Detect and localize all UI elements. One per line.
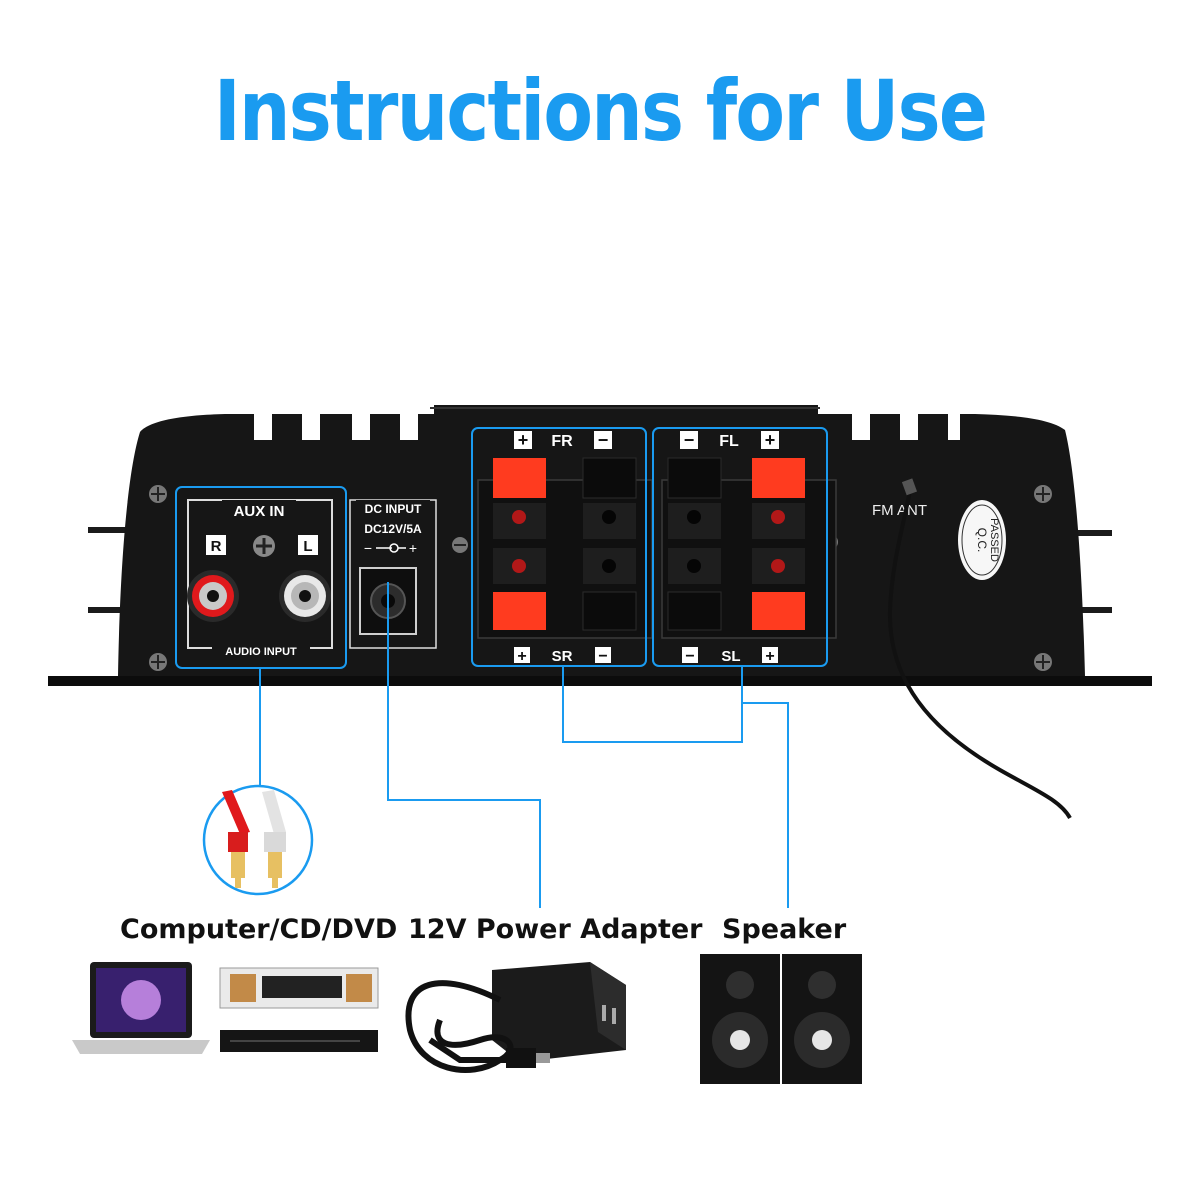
power-adapter-icon: [405, 962, 626, 1073]
caption-computer-cd-dvd: Computer/CD/DVD: [120, 914, 398, 945]
aux-input-section: AUX IN R L AUDIO INPUT: [187, 499, 333, 658]
terminal-fl-plus[interactable]: [752, 458, 805, 539]
dc-spec-label: DC12V/5A: [364, 522, 422, 536]
fr-plus-label: +: [518, 430, 529, 450]
qc-line2: PASSED: [988, 518, 1000, 562]
audio-input-label: AUDIO INPUT: [225, 646, 297, 658]
aux-l-label: L: [303, 538, 312, 555]
laptop-icon: [72, 962, 210, 1054]
fl-label: FL: [719, 433, 739, 450]
aux-r-label: R: [211, 538, 222, 555]
sr-plus-label: +: [517, 648, 526, 665]
sr-label: SR: [552, 648, 573, 665]
front-right-highlight-box: [471, 427, 647, 667]
screw-icon: [452, 537, 468, 553]
screw-icon: [253, 535, 275, 557]
sr-minus-label: −: [598, 648, 607, 665]
terminal-sr-minus[interactable]: [582, 548, 637, 631]
screw-icon: [1034, 653, 1052, 671]
fl-plus-label: +: [765, 430, 776, 450]
terminal-fr-plus[interactable]: [493, 458, 546, 539]
sl-minus-label: −: [685, 648, 694, 665]
front-left-highlight-box: [652, 427, 828, 667]
fr-minus-label: −: [598, 430, 609, 450]
page-title: Instructions for Use: [213, 62, 988, 160]
speaker-icon: [700, 954, 862, 1084]
screw-icon: [149, 485, 167, 503]
terminal-sr-plus[interactable]: [493, 548, 546, 630]
screw-icon: [149, 653, 167, 671]
terminal-sl-minus[interactable]: [667, 548, 722, 631]
heat-fins: [88, 527, 1112, 613]
polarity-icon: [376, 543, 406, 553]
sl-plus-label: +: [765, 648, 774, 665]
terminal-fr-minus[interactable]: [582, 457, 637, 539]
dc-polarity-plus: +: [409, 540, 417, 556]
fr-label: FR: [551, 433, 573, 450]
fm-antenna-cable: [887, 489, 1072, 820]
caption-speaker: Speaker: [722, 914, 847, 945]
sl-label: SL: [721, 648, 740, 665]
qc-line1: Q.C.: [975, 528, 989, 553]
dc-input-label: DC INPUT: [365, 502, 422, 516]
aux-in-label: AUX IN: [234, 503, 285, 520]
dvd-player-icon: [220, 1030, 378, 1052]
rca-cable-icon: [202, 784, 314, 896]
terminal-sl-plus[interactable]: [752, 548, 805, 630]
dc-polarity-minus: −: [364, 540, 372, 556]
qc-passed-sticker: Q.C. PASSED: [958, 500, 1006, 580]
caption-power-adapter: 12V Power Adapter: [408, 914, 703, 945]
terminal-fl-minus[interactable]: [667, 457, 722, 539]
cd-player-icon: [219, 967, 379, 1009]
fl-minus-label: −: [684, 430, 695, 450]
screw-icon: [1034, 485, 1052, 503]
connection-lines: [175, 427, 828, 908]
fm-ant-label: FM ANT: [872, 502, 927, 519]
speaker-terminals-section: + FR − − FL + + SR − − SL +: [477, 430, 837, 665]
rca-jack-white[interactable]: [279, 570, 331, 622]
rca-jack-red[interactable]: [187, 570, 239, 622]
